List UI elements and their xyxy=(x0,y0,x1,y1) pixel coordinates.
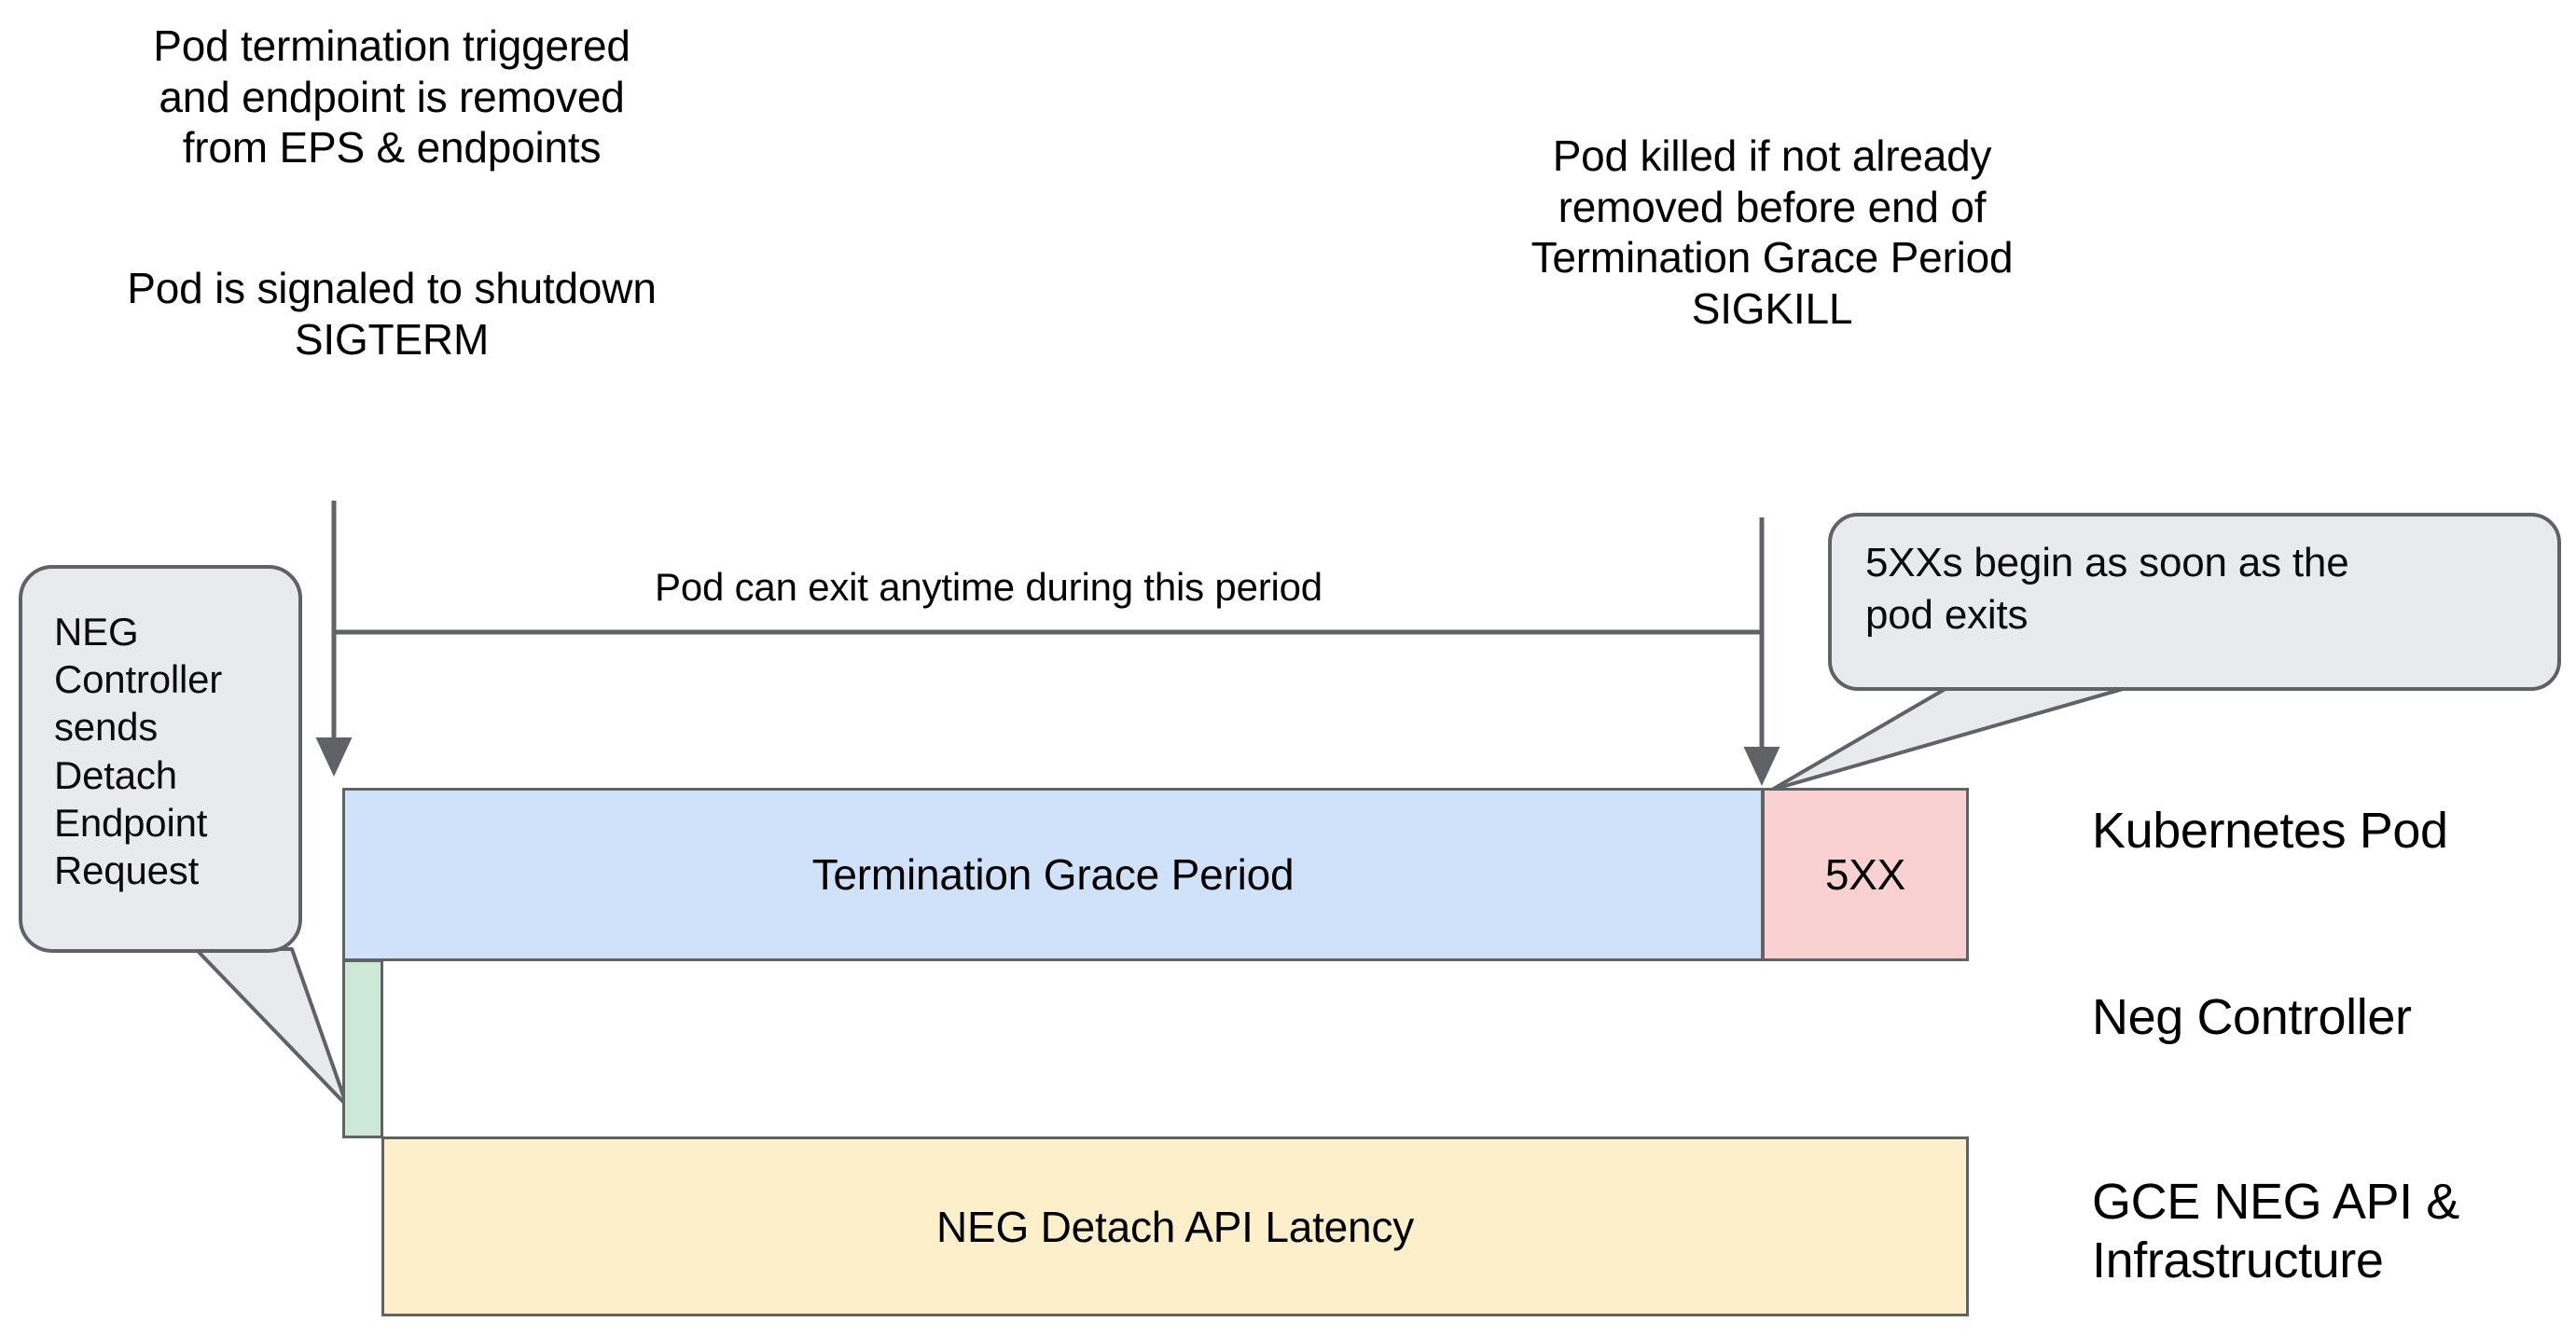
neg-controller-callout-text: NEG Controller sends Detach Endpoint Req… xyxy=(54,610,223,893)
bar-5xx[interactable]: 5XX xyxy=(1762,788,1969,961)
bar-neg-detach-request[interactable] xyxy=(342,959,383,1138)
bar-termination-grace-period[interactable]: Termination Grace Period xyxy=(342,788,1764,961)
pod-exit-caption: Pod can exit anytime during this period xyxy=(655,565,1323,609)
bar-5xx-label: 5XX xyxy=(1824,850,1906,899)
lane-label-gce-neg-api: GCE NEG API & Infrastructure xyxy=(2092,1174,2459,1288)
five-xx-callout-text: 5XXs begin as soon as the pod exits xyxy=(1865,540,2349,639)
bar-neg-detach-api-latency-label: NEG Detach API Latency xyxy=(935,1202,1415,1251)
lane-label-kubernetes-pod: Kubernetes Pod xyxy=(2092,803,2448,859)
bar-neg-detach-api-latency[interactable]: NEG Detach API Latency xyxy=(381,1136,1969,1316)
bar-termination-grace-period-label: Termination Grace Period xyxy=(811,850,1295,899)
note-pod-signaled-sigterm: Pod is signaled to shutdown SIGTERM xyxy=(127,264,657,364)
note-pod-killed-sigkill: Pod killed if not already removed before… xyxy=(1530,131,2014,334)
lane-label-neg-controller: Neg Controller xyxy=(2092,989,2412,1045)
note-pod-termination-triggered: Pod termination triggered and endpoint i… xyxy=(153,21,630,172)
